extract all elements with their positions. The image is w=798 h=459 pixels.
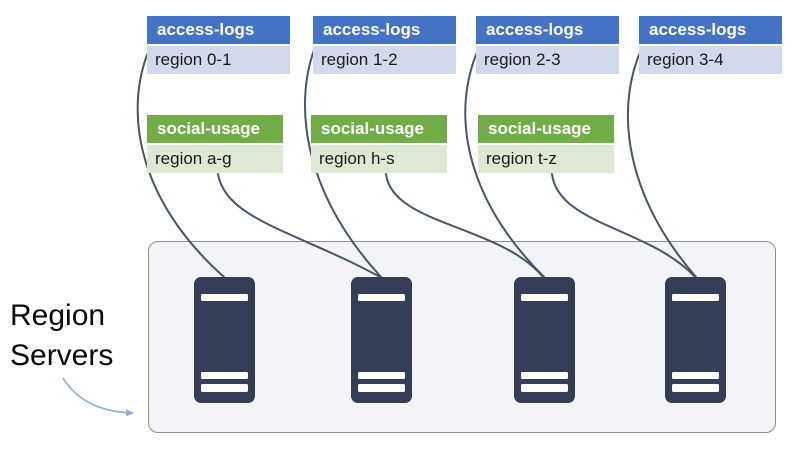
server-slot-bar bbox=[521, 294, 568, 301]
server-slot-bar bbox=[358, 372, 405, 379]
region-servers-label-line2: Servers bbox=[10, 339, 114, 372]
access-logs-table-3: access-logs region 2-3 bbox=[476, 16, 619, 74]
region-servers-label-line1: Region bbox=[10, 299, 106, 332]
server-icon bbox=[351, 277, 412, 403]
server-slot-bar bbox=[358, 294, 405, 301]
social-usage-table-1: social-usage region a-g bbox=[147, 115, 283, 173]
table-region-label: region a-g bbox=[147, 145, 283, 173]
server-slot-bar bbox=[521, 372, 568, 379]
table-name-header: social-usage bbox=[311, 115, 447, 143]
server-slot-bar bbox=[201, 294, 248, 301]
access-logs-table-4: access-logs region 3-4 bbox=[639, 16, 782, 74]
region-servers-label: Region Servers bbox=[10, 296, 113, 376]
server-slot-bar bbox=[201, 372, 248, 379]
table-region-label: region t-z bbox=[478, 145, 614, 173]
server-icon bbox=[194, 277, 255, 403]
table-region-label: region 2-3 bbox=[476, 46, 619, 74]
social-usage-table-2: social-usage region h-s bbox=[311, 115, 447, 173]
table-region-label: region 0-1 bbox=[147, 46, 290, 74]
server-icon bbox=[514, 277, 575, 403]
server-slot-bar bbox=[521, 384, 568, 392]
table-name-header: access-logs bbox=[476, 16, 619, 44]
access-logs-table-1: access-logs region 0-1 bbox=[147, 16, 290, 74]
server-slot-bar bbox=[201, 384, 248, 392]
server-slot-bar bbox=[672, 294, 719, 301]
region-servers-pointer-arrow bbox=[62, 377, 134, 417]
table-name-header: social-usage bbox=[147, 115, 283, 143]
server-slot-bar bbox=[672, 372, 719, 379]
server-icon bbox=[665, 277, 726, 403]
server-slot-bar bbox=[358, 384, 405, 392]
access-logs-table-2: access-logs region 1-2 bbox=[313, 16, 456, 74]
table-name-header: access-logs bbox=[147, 16, 290, 44]
social-usage-table-3: social-usage region t-z bbox=[478, 115, 614, 173]
server-slot-bar bbox=[672, 384, 719, 392]
table-region-label: region 1-2 bbox=[313, 46, 456, 74]
table-region-label: region h-s bbox=[311, 145, 447, 173]
table-name-header: access-logs bbox=[639, 16, 782, 44]
table-name-header: social-usage bbox=[478, 115, 614, 143]
table-name-header: access-logs bbox=[313, 16, 456, 44]
table-region-label: region 3-4 bbox=[639, 46, 782, 74]
